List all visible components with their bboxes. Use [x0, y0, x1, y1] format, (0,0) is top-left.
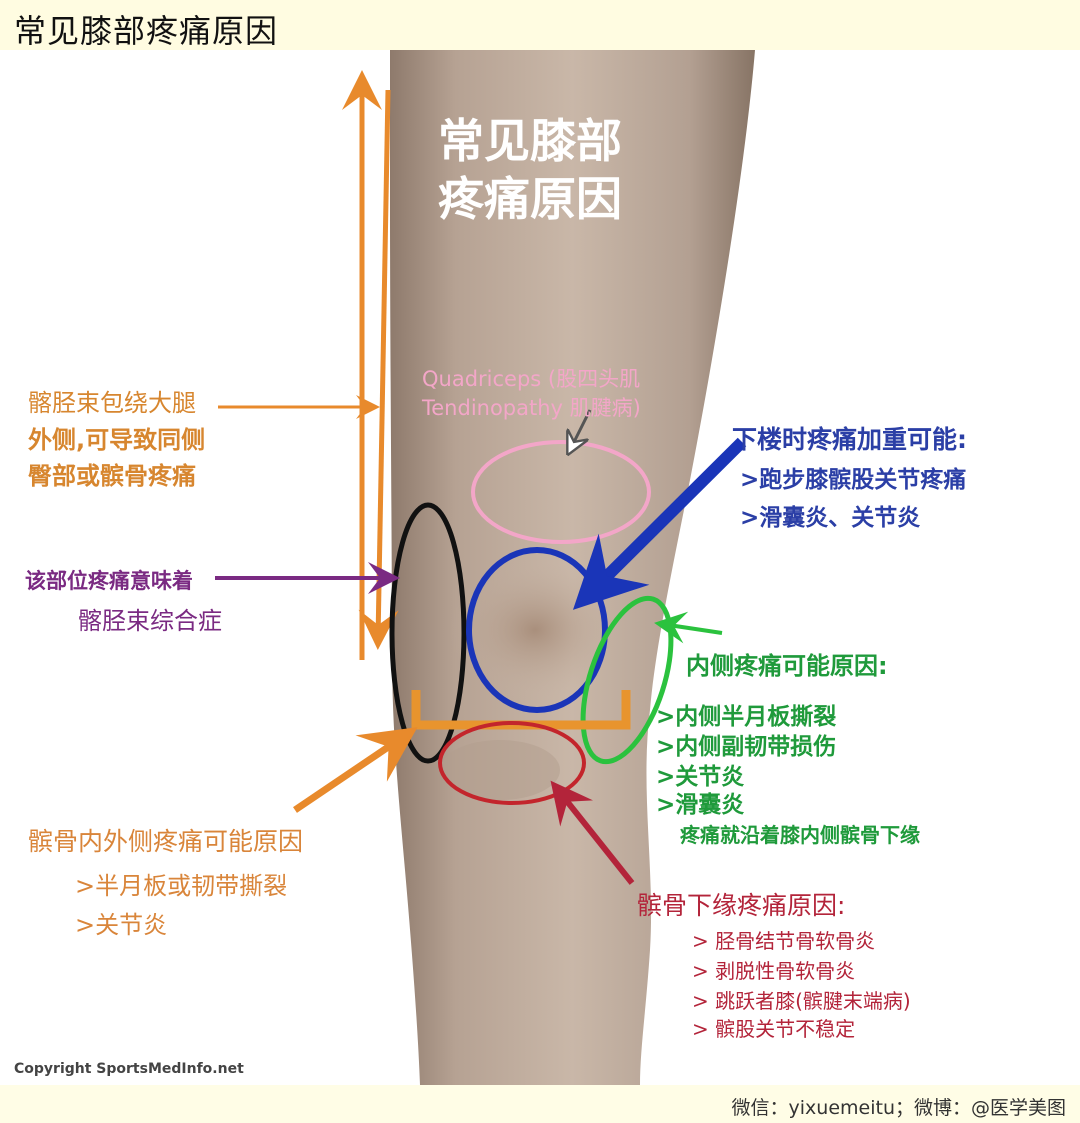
itbs-line1: 该部位疼痛意味着: [25, 569, 193, 593]
it-band-line1: 髂胫束包绕大腿: [28, 389, 196, 417]
it-band-arrow-down: [358, 89, 399, 650]
downstairs-item: >跑步膝髌股关节疼痛: [740, 467, 967, 493]
medial-item: >关节炎: [656, 764, 745, 790]
downstairs-title: 下楼时疼痛加重可能:: [732, 425, 967, 454]
sides-arrow: [293, 727, 418, 813]
medial-circle: [580, 595, 674, 765]
quadriceps-label-line2: Tendinopathy 肌腱病): [422, 396, 641, 420]
sides-item: >半月板或韧带撕裂: [75, 872, 288, 900]
footer-text: 微信：yixuemeitu；微博：@医学美图: [731, 1097, 1066, 1119]
medial-item: >滑囊炎: [656, 792, 745, 818]
medial-item: >内侧副韧带损伤: [656, 734, 837, 760]
lower-item: > 胫骨结节骨软骨炎: [692, 929, 876, 953]
quadriceps-arrow: [570, 409, 592, 450]
knee-illustration: [215, 50, 755, 1085]
downstairs-item: >滑囊炎、关节炎: [740, 505, 921, 531]
quadriceps-label-line1: Quadriceps (股四头肌: [422, 367, 641, 391]
medial-arrow: [654, 611, 723, 644]
main-title-line1: 常见膝部: [438, 114, 622, 168]
it-band-line3: 臀部或髌骨疼痛: [28, 462, 196, 490]
itbs-line2: 髂胫束综合症: [78, 607, 222, 635]
lower-title: 髌骨下缘疼痛原因:: [637, 891, 846, 920]
lower-arrow: [550, 780, 635, 885]
downstairs-arrow: [572, 437, 747, 610]
knee-diagram: 常见膝部 疼痛原因 Quadriceps (股四头肌 Tendinopathy …: [0, 50, 1080, 1085]
page-title: 常见膝部疼痛原因: [14, 12, 279, 50]
it-band-line2: 外侧,可导致同侧: [28, 426, 206, 454]
patella-circle: [466, 547, 608, 713]
copyright: Copyright SportsMedInfo.net: [14, 1061, 244, 1077]
lower-item: > 髌股关节不稳定: [692, 1017, 856, 1041]
medial-note: 疼痛就沿着膝内侧髌骨下缘: [680, 823, 920, 847]
lower-circle: [438, 721, 586, 805]
sides-item: >关节炎: [75, 911, 168, 939]
sides-title: 髌骨内外侧疼痛可能原因: [28, 827, 304, 856]
main-title-line2: 疼痛原因: [438, 172, 622, 226]
quadriceps-circle: [471, 440, 651, 544]
footer-bar: 微信：yixuemeitu；微博：@医学美图: [0, 1085, 1080, 1123]
lower-item: > 跳跃者膝(髌腱末端病): [692, 989, 911, 1013]
medial-item: >内侧半月板撕裂: [656, 704, 837, 730]
lateral-circle: [389, 502, 467, 764]
lower-item: > 剥脱性骨软骨炎: [692, 959, 856, 983]
medial-title: 内侧疼痛可能原因:: [686, 652, 888, 680]
title-bar: 常见膝部疼痛原因: [0, 0, 1080, 50]
tendon-shade: [440, 740, 560, 800]
